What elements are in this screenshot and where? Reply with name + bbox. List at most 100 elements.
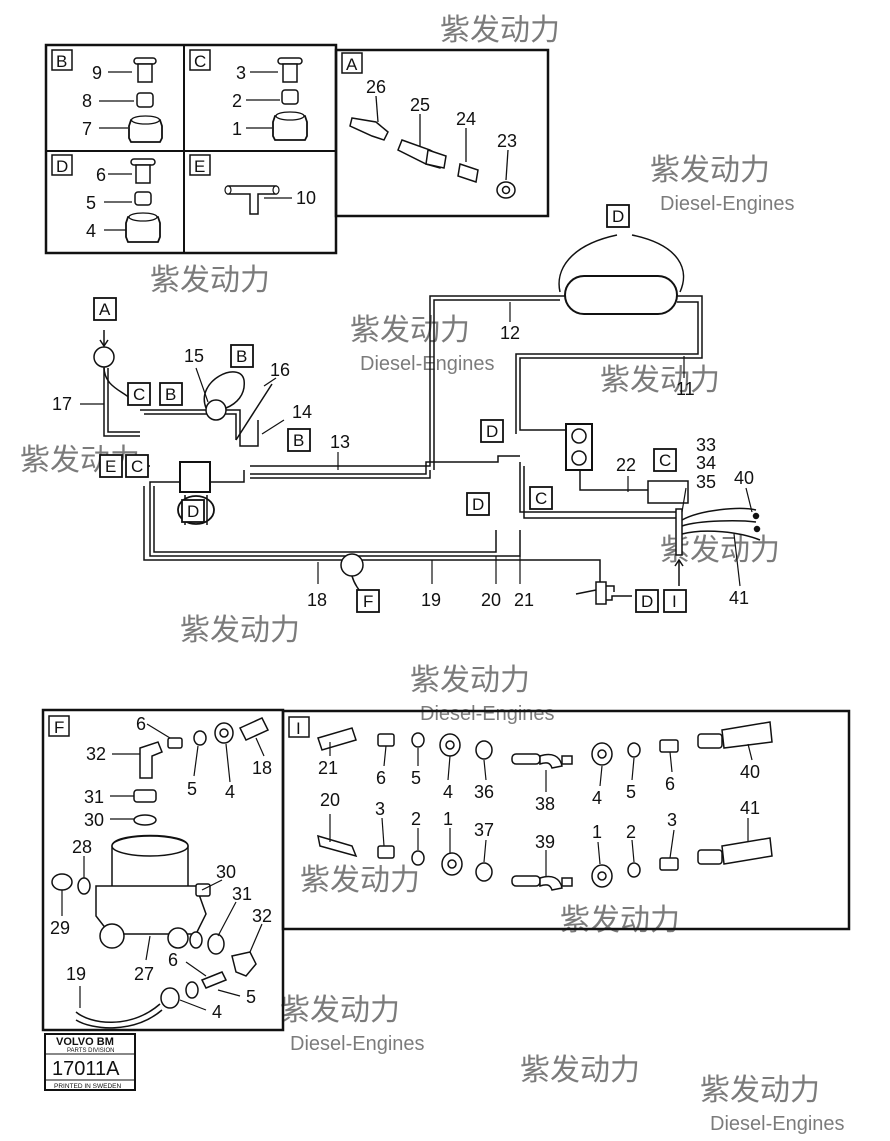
detail-A-panel: A 26 25 24 23 bbox=[341, 52, 517, 199]
callout-32: 32 bbox=[252, 906, 272, 926]
detail-I-panel: I bbox=[281, 709, 851, 931]
callout-19: 19 bbox=[421, 590, 441, 610]
detail-grid bbox=[44, 43, 550, 255]
callout-16: 16 bbox=[270, 360, 290, 380]
main-schematic bbox=[93, 234, 761, 605]
callout-6: 6 bbox=[136, 714, 146, 734]
detail-label-A: A bbox=[346, 55, 358, 74]
watermark-layer: 紫发动力 紫发动力 Diesel-Engines 紫发动力 紫发动力 Diese… bbox=[20, 14, 845, 1135]
ref-box-B: B bbox=[165, 385, 176, 404]
stamp-brand: VOLVO BM bbox=[56, 1036, 114, 1048]
ref-box-A: A bbox=[99, 300, 111, 319]
callout-27: 27 bbox=[134, 964, 154, 984]
callout-31: 31 bbox=[232, 884, 252, 904]
ref-box-B: B bbox=[236, 347, 247, 366]
watermark-text: 紫发动力 bbox=[280, 994, 400, 1027]
watermark-text: Diesel-Engines bbox=[420, 703, 555, 725]
callout-1: 1 bbox=[232, 119, 242, 139]
watermark-text: Diesel-Engines bbox=[660, 193, 795, 215]
callout-5: 5 bbox=[187, 779, 197, 799]
ref-box-C: C bbox=[131, 457, 143, 476]
callout-32: 32 bbox=[86, 744, 106, 764]
callout-20: 20 bbox=[320, 790, 340, 810]
main-ref-boxes: D A C B B E C B D D D C C F D I bbox=[93, 204, 687, 613]
callout-21: 21 bbox=[318, 758, 338, 778]
callout-4: 4 bbox=[592, 788, 602, 808]
callout-15: 15 bbox=[184, 346, 204, 366]
watermark-text: 紫发动力 bbox=[150, 264, 270, 297]
watermark-text: 紫发动力 bbox=[560, 904, 680, 937]
watermark-text: 紫发动力 bbox=[440, 14, 560, 47]
callout-4: 4 bbox=[86, 221, 96, 241]
callout-20: 20 bbox=[481, 590, 501, 610]
watermark-text: 紫发动力 bbox=[600, 364, 720, 397]
callout-23: 23 bbox=[497, 131, 517, 151]
callout-3: 3 bbox=[236, 63, 246, 83]
callout-9: 9 bbox=[92, 63, 102, 83]
callout-2: 2 bbox=[411, 809, 421, 829]
callout-19: 19 bbox=[66, 964, 86, 984]
callout-18: 18 bbox=[307, 590, 327, 610]
watermark-text: 紫发动力 bbox=[300, 864, 420, 897]
detail-label-E: E bbox=[194, 157, 205, 176]
callout-21: 21 bbox=[514, 590, 534, 610]
watermark-text: 紫发动力 bbox=[410, 664, 530, 697]
ref-box-E: E bbox=[105, 457, 116, 476]
ref-box-I: I bbox=[672, 592, 677, 611]
callout-6: 6 bbox=[96, 165, 106, 185]
detail-C-panel: C 3 2 1 bbox=[189, 49, 308, 141]
watermark-text: 紫发动力 bbox=[180, 614, 300, 647]
callout-41: 41 bbox=[729, 588, 749, 608]
callout-18: 18 bbox=[252, 758, 272, 778]
main-leaders bbox=[80, 302, 753, 587]
ref-box-C: C bbox=[535, 489, 547, 508]
stamp-printed: PRINTED IN SWEDEN bbox=[54, 1083, 121, 1090]
ref-box-F: F bbox=[363, 592, 373, 611]
callout-31: 31 bbox=[84, 787, 104, 807]
callout-5: 5 bbox=[246, 987, 256, 1007]
detail-D-panel: D 6 5 4 bbox=[51, 154, 161, 243]
ref-box-D: D bbox=[612, 207, 624, 226]
callout-41: 41 bbox=[740, 798, 760, 818]
detail-label-I: I bbox=[296, 719, 301, 738]
callout-25: 25 bbox=[410, 95, 430, 115]
callout-7: 7 bbox=[82, 119, 92, 139]
ref-box-D: D bbox=[472, 495, 484, 514]
callout-35: 35 bbox=[696, 472, 716, 492]
callout-39: 39 bbox=[535, 832, 555, 852]
callout-28: 28 bbox=[72, 837, 92, 857]
callout-8: 8 bbox=[82, 91, 92, 111]
callout-6: 6 bbox=[376, 768, 386, 788]
watermark-text: Diesel-Engines bbox=[710, 1113, 845, 1135]
callout-24: 24 bbox=[456, 109, 476, 129]
callout-29: 29 bbox=[50, 918, 70, 938]
callout-2: 2 bbox=[626, 822, 636, 842]
callout-11: 11 bbox=[676, 379, 695, 399]
callout-3: 3 bbox=[375, 799, 385, 819]
detail-label-B: B bbox=[56, 52, 67, 71]
callout-5: 5 bbox=[626, 782, 636, 802]
callout-6: 6 bbox=[665, 774, 675, 794]
callout-10: 10 bbox=[296, 188, 316, 208]
main-callouts: 12 11 13 14 15 16 17 18 19 20 21 22 33 3… bbox=[52, 323, 754, 610]
stamp-number: 17011A bbox=[52, 1058, 120, 1080]
callout-5: 5 bbox=[86, 193, 96, 213]
watermark-text: Diesel-Engines bbox=[290, 1033, 425, 1055]
callout-12: 12 bbox=[500, 323, 520, 343]
callout-14: 14 bbox=[292, 402, 312, 422]
ref-box-D: D bbox=[641, 592, 653, 611]
callout-1: 1 bbox=[443, 809, 453, 829]
callout-34: 34 bbox=[696, 453, 716, 473]
callout-6: 6 bbox=[168, 950, 178, 970]
callout-13: 13 bbox=[330, 432, 350, 452]
callout-40: 40 bbox=[734, 468, 754, 488]
detail-F-panel: F bbox=[41, 708, 285, 1032]
watermark-text: 紫发动力 bbox=[350, 314, 470, 347]
callout-4: 4 bbox=[225, 782, 235, 802]
ref-box-C: C bbox=[133, 385, 145, 404]
ref-box-C: C bbox=[659, 451, 671, 470]
callout-30: 30 bbox=[216, 862, 236, 882]
callout-5: 5 bbox=[411, 768, 421, 788]
callout-2: 2 bbox=[232, 91, 242, 111]
